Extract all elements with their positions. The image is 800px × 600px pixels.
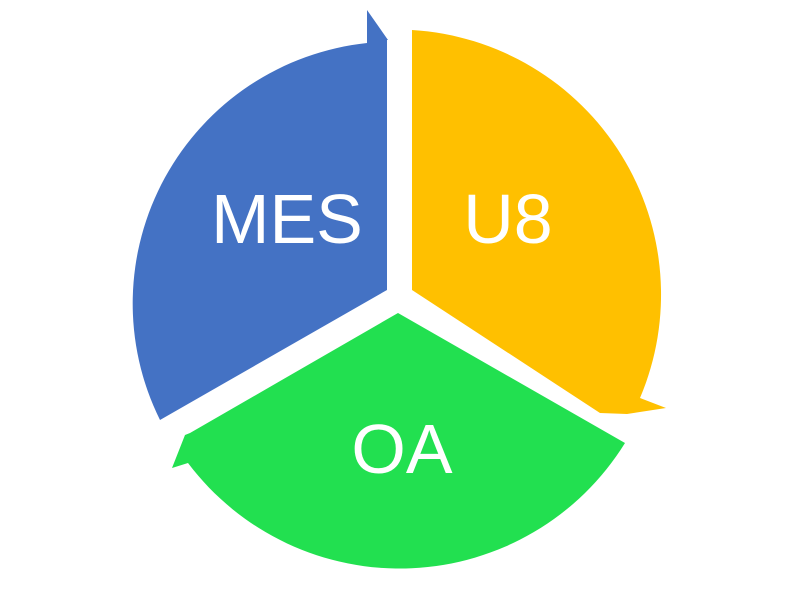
segment-mes[interactable]: MES <box>132 10 388 420</box>
segment-oa[interactable]: OA <box>172 313 625 569</box>
segment-oa-shape <box>172 313 625 569</box>
segment-mes-label: MES <box>211 180 363 258</box>
segment-u8-label: U8 <box>463 180 552 258</box>
segment-oa-label: OA <box>351 410 452 488</box>
segment-u8[interactable]: U8 <box>412 30 666 414</box>
segment-mes-shape <box>132 10 388 420</box>
segment-u8-shape <box>412 30 666 414</box>
